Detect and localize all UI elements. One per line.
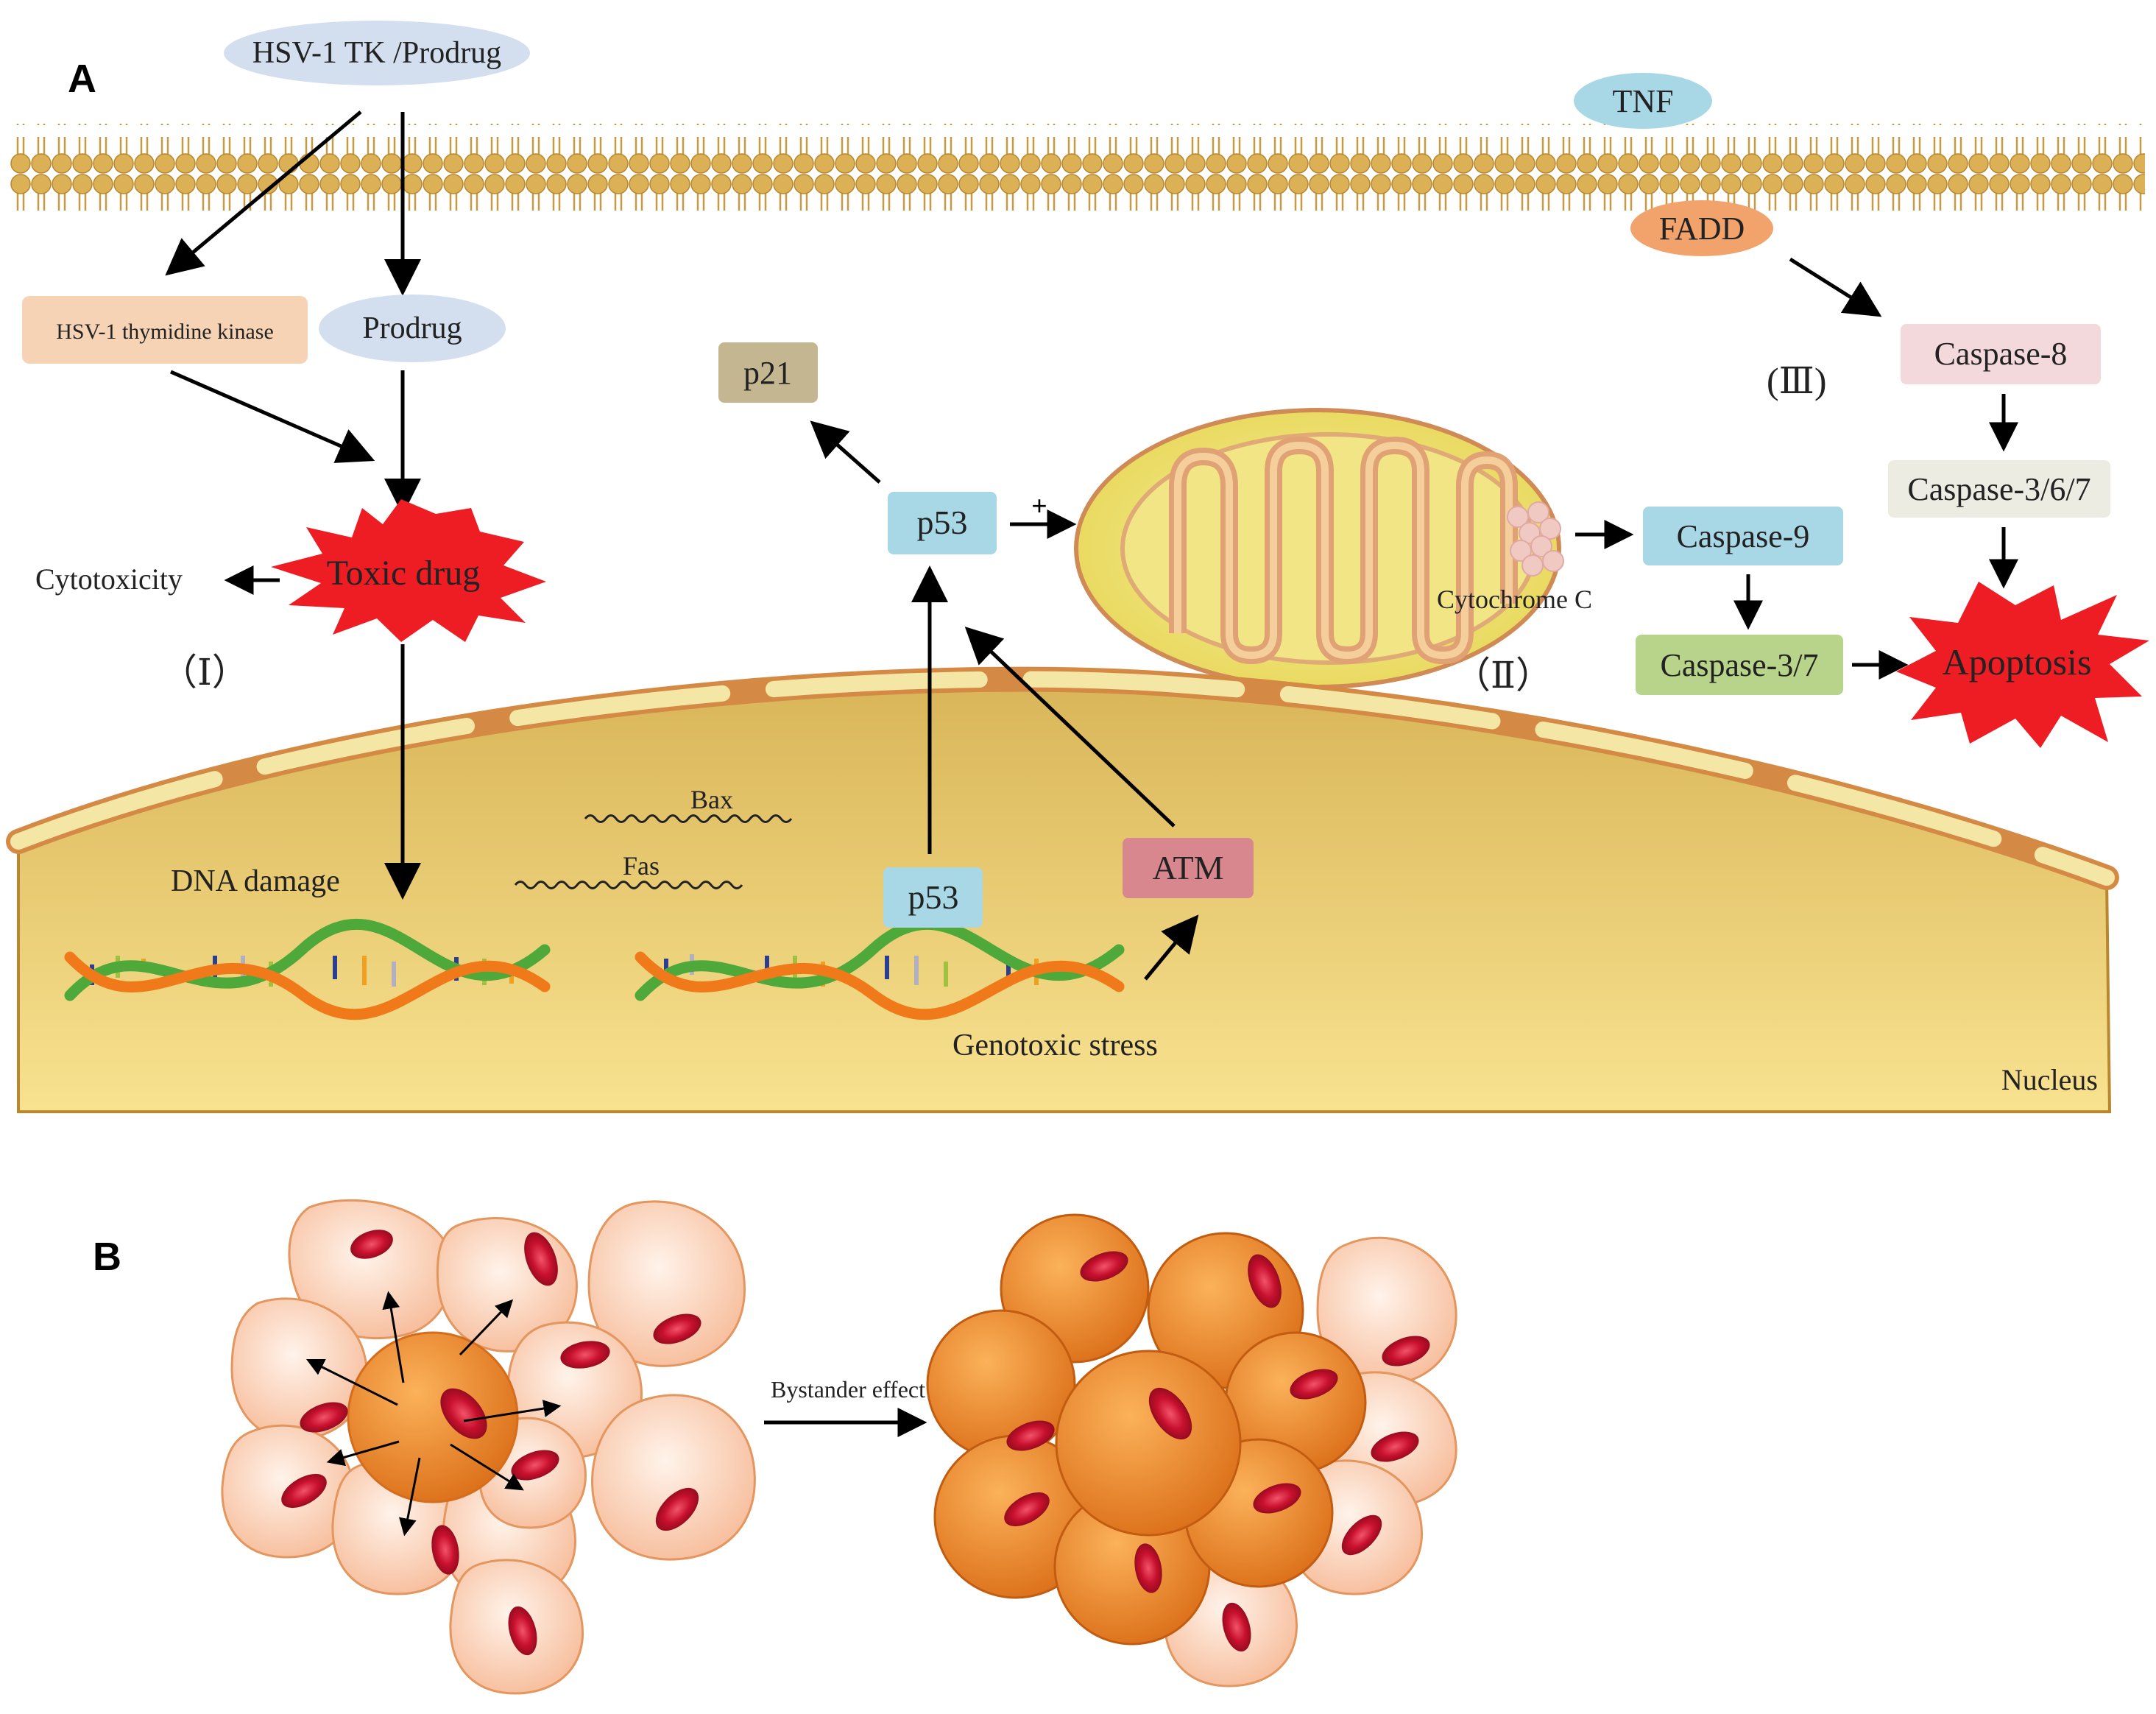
dna-damage-label: DNA damage bbox=[171, 864, 340, 898]
cytochrome-c-label: Cytochrome C bbox=[1437, 585, 1592, 614]
hsv-thymidine-kinase-label: HSV-1 thymidine kinase bbox=[56, 320, 274, 344]
cell-membrane bbox=[10, 124, 2145, 211]
apoptosis-burst bbox=[1896, 582, 2149, 748]
caspase-9-label: Caspase-9 bbox=[1677, 518, 1810, 554]
pathway-label-three: (Ⅲ) bbox=[1767, 360, 1827, 401]
nucleus bbox=[6, 666, 2119, 1113]
cytochrome-c-cluster bbox=[1507, 501, 1564, 576]
p53-upper-label: p53 bbox=[917, 504, 968, 541]
p21-label: p21 bbox=[743, 355, 792, 391]
orange-cell bbox=[926, 1309, 1076, 1459]
tnf-label: TNF bbox=[1612, 83, 1673, 119]
arrow-p53-to-p21 bbox=[810, 420, 881, 484]
apoptosis-label: Apoptosis bbox=[1943, 641, 2092, 683]
pathway-label-one: （Ⅰ） bbox=[160, 652, 249, 693]
fas-gene-wave bbox=[514, 881, 743, 889]
p21-box bbox=[718, 342, 818, 403]
mitochondrion bbox=[1074, 408, 1561, 689]
pale-cell bbox=[591, 1394, 756, 1561]
fadd-ellipse bbox=[1630, 200, 1773, 256]
bystander-effect-label: Bystander effect bbox=[771, 1376, 925, 1403]
orange-cell bbox=[1055, 1350, 1242, 1537]
p53-lower-label: p53 bbox=[908, 878, 959, 916]
caspase-367-box bbox=[1888, 460, 2110, 518]
atm-label: ATM bbox=[1152, 849, 1223, 886]
prodrug-label: Prodrug bbox=[362, 311, 462, 345]
hsv-thymidine-kinase-box bbox=[22, 296, 308, 364]
caspase-8-box bbox=[1901, 324, 2101, 384]
bystander-radiating-arrows bbox=[305, 1291, 562, 1537]
dna-helix-left bbox=[64, 918, 551, 1020]
pale-cell bbox=[587, 1200, 746, 1367]
cell-nuclei-before bbox=[281, 1230, 701, 1656]
hsv-tk-prodrug-label: HSV-1 TK /Prodrug bbox=[252, 36, 501, 70]
caspase-367-label: Caspase-3/6/7 bbox=[1907, 471, 2090, 507]
caspase-8-label: Caspase-8 bbox=[1934, 336, 2068, 372]
nucleus-label: Nucleus bbox=[2001, 1063, 2098, 1096]
fadd-label: FADD bbox=[1659, 211, 1745, 247]
bax-label: Bax bbox=[690, 785, 733, 814]
arrow-tk-to-kinase bbox=[165, 110, 362, 276]
hsv-tk-prodrug-ellipse bbox=[224, 21, 530, 85]
caspase-37-box bbox=[1636, 635, 1843, 695]
dna-helix-right bbox=[635, 918, 1125, 1020]
arrow-stress-to-atm bbox=[1144, 914, 1199, 981]
arrow-atm-to-p53 bbox=[964, 627, 1176, 828]
bax-gene-wave bbox=[584, 814, 793, 823]
atm-box bbox=[1123, 838, 1254, 898]
p53-lower-box bbox=[883, 867, 983, 928]
caspase-9-box bbox=[1643, 507, 1843, 565]
pathway-label-two: （Ⅱ） bbox=[1454, 655, 1552, 696]
plus-sign: + bbox=[1031, 491, 1047, 522]
genotoxic-stress-label: Genotoxic stress bbox=[952, 1029, 1158, 1062]
arrow-kinase-to-toxic bbox=[169, 370, 375, 463]
toxic-drug-burst bbox=[271, 499, 546, 642]
prodrug-ellipse bbox=[319, 295, 506, 362]
p53-upper-box bbox=[888, 492, 997, 554]
tnf-ellipse bbox=[1574, 73, 1712, 129]
cell-nuclei-after bbox=[1004, 1251, 1430, 1652]
cytotoxicity-label: Cytotoxicity bbox=[35, 562, 183, 596]
panel-b-letter: B bbox=[93, 1235, 121, 1279]
arrow-fadd-to-caspase8 bbox=[1789, 257, 1882, 317]
pale-cell bbox=[288, 1199, 453, 1340]
panel-a-letter: A bbox=[68, 57, 96, 101]
toxic-drug-label: Toxic drug bbox=[327, 554, 481, 593]
caspase-37-label: Caspase-3/7 bbox=[1660, 647, 1818, 683]
fas-label: Fas bbox=[623, 851, 660, 881]
